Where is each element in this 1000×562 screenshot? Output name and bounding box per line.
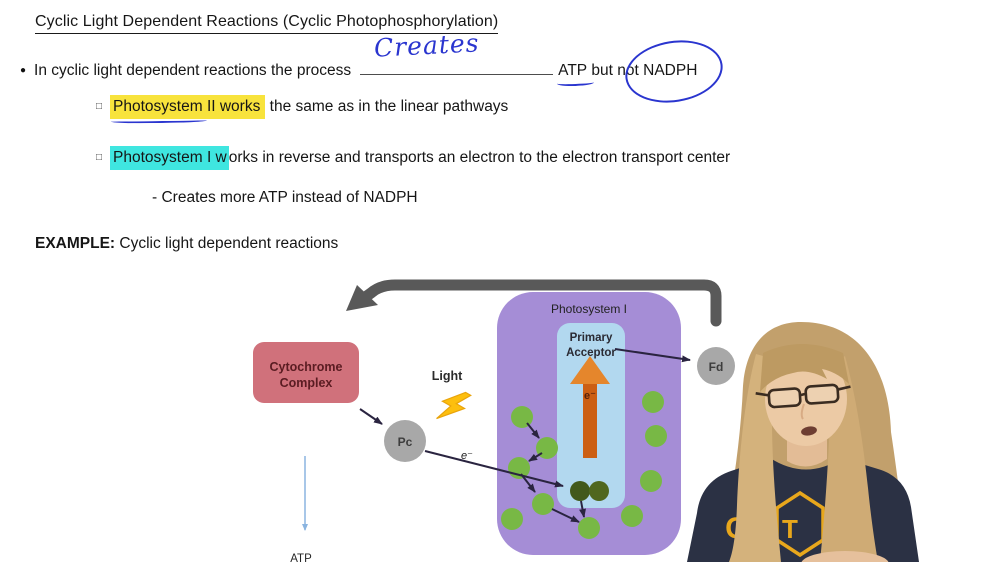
electron-circle <box>511 406 533 428</box>
cytochrome-box <box>253 342 359 403</box>
fill-in-blank: Creates <box>360 28 554 75</box>
yellow-highlighted-text: Photosystem II works <box>110 95 266 119</box>
electron-path-arrows <box>520 422 586 523</box>
dash-note: - Creates more ATP instead of NADPH <box>152 189 418 206</box>
pc-to-photosystem-arrow <box>424 450 564 488</box>
electron-circle <box>501 508 523 530</box>
primary-acceptor-label-line1: Primary <box>570 332 613 344</box>
electron-arrow-label: e⁻ <box>584 390 596 402</box>
nadph-text: NADPH <box>643 62 698 79</box>
page-title: Cyclic Light Dependent Reactions (Cyclic… <box>35 13 499 34</box>
cytochrome-label-line2: Complex <box>280 376 333 390</box>
electron-hop-arrow <box>551 508 580 523</box>
presenter-glasses <box>755 383 851 409</box>
example-text: Cyclic light dependent reactions <box>115 235 339 252</box>
fd-circle <box>697 347 735 385</box>
electron-hop-arrow <box>528 452 543 462</box>
sub-bullet-text: the same as in the linear pathways <box>265 98 509 115</box>
electron-circle <box>621 505 643 527</box>
photosystem1-label: Photosystem I <box>551 302 627 316</box>
bullet-dot: ● <box>20 65 27 76</box>
cyan-highlighted-text: Photosystem I w <box>110 146 229 170</box>
cytochrome-complex-node: Cytochrome Complex <box>253 342 359 403</box>
square-bullet-icon: □ <box>96 101 103 112</box>
glasses-right-lens <box>804 383 840 405</box>
sub-bullet-photosystem2: □ Photosystem II works the same as in the… <box>96 95 508 119</box>
electron-transfer-label: e⁻ <box>461 450 473 462</box>
atp-text: ATP <box>558 62 588 79</box>
shirt-logo-letter: T <box>782 514 798 544</box>
glasses-left-lens <box>767 387 802 409</box>
sub-bullet-text: orks in reverse and transports an electr… <box>228 149 731 166</box>
special-pair-circle <box>570 481 590 501</box>
light-label: Light <box>432 369 463 383</box>
electron-hop-arrow <box>526 422 540 439</box>
main-bullet-line: ● In cyclic light dependent reactions the… <box>20 28 698 80</box>
shirt-logo-hexagon <box>775 490 825 558</box>
presenter: C T <box>687 322 919 562</box>
photosystem1-node: Photosystem I Primary Acceptor e⁻ <box>497 292 681 555</box>
special-pair-circle <box>589 481 609 501</box>
electron-circle <box>578 517 600 539</box>
presenter-shirt <box>687 458 919 562</box>
primary-acceptor-label-line2: Acceptor <box>566 347 616 359</box>
return-arrowhead-icon <box>346 285 378 311</box>
fd-label: Fd <box>709 360 724 374</box>
presenter-bangs <box>760 344 849 392</box>
glasses-bridge <box>799 392 807 397</box>
square-bullet-icon: □ <box>96 152 103 163</box>
energy-arrow-shaft <box>583 381 597 458</box>
electron-circle <box>532 493 554 515</box>
presenter-nose <box>800 403 805 420</box>
example-label: EXAMPLE: <box>35 235 116 252</box>
electron-hop-arrow <box>579 500 586 518</box>
cytochrome-to-pc-arrow <box>359 408 383 425</box>
presenter-mouth <box>801 426 817 436</box>
atp-label: ATP <box>290 553 312 562</box>
pc-circle <box>384 420 426 462</box>
pc-label: Pc <box>398 435 413 449</box>
glasses-right-arm <box>837 385 851 391</box>
example-line: EXAMPLE: Cyclic light dependent reaction… <box>35 235 338 253</box>
energy-arrowhead-icon <box>570 356 610 384</box>
lightning-bolt-icon <box>436 391 472 420</box>
electron-circle <box>645 425 667 447</box>
glasses-left-arm <box>755 392 770 397</box>
acceptor-to-fd-arrow <box>614 348 691 363</box>
electron-circle <box>640 470 662 492</box>
cytochrome-label-line1: Cytochrome <box>270 360 343 374</box>
return-arrow-shaft <box>358 279 722 327</box>
electron-circle <box>642 391 664 413</box>
cyclic-return-arrow <box>346 279 722 327</box>
electron-hop-arrow <box>520 473 536 493</box>
main-bullet-text: In cyclic light dependent reactions the … <box>34 62 352 79</box>
presenter-hand <box>801 551 889 562</box>
